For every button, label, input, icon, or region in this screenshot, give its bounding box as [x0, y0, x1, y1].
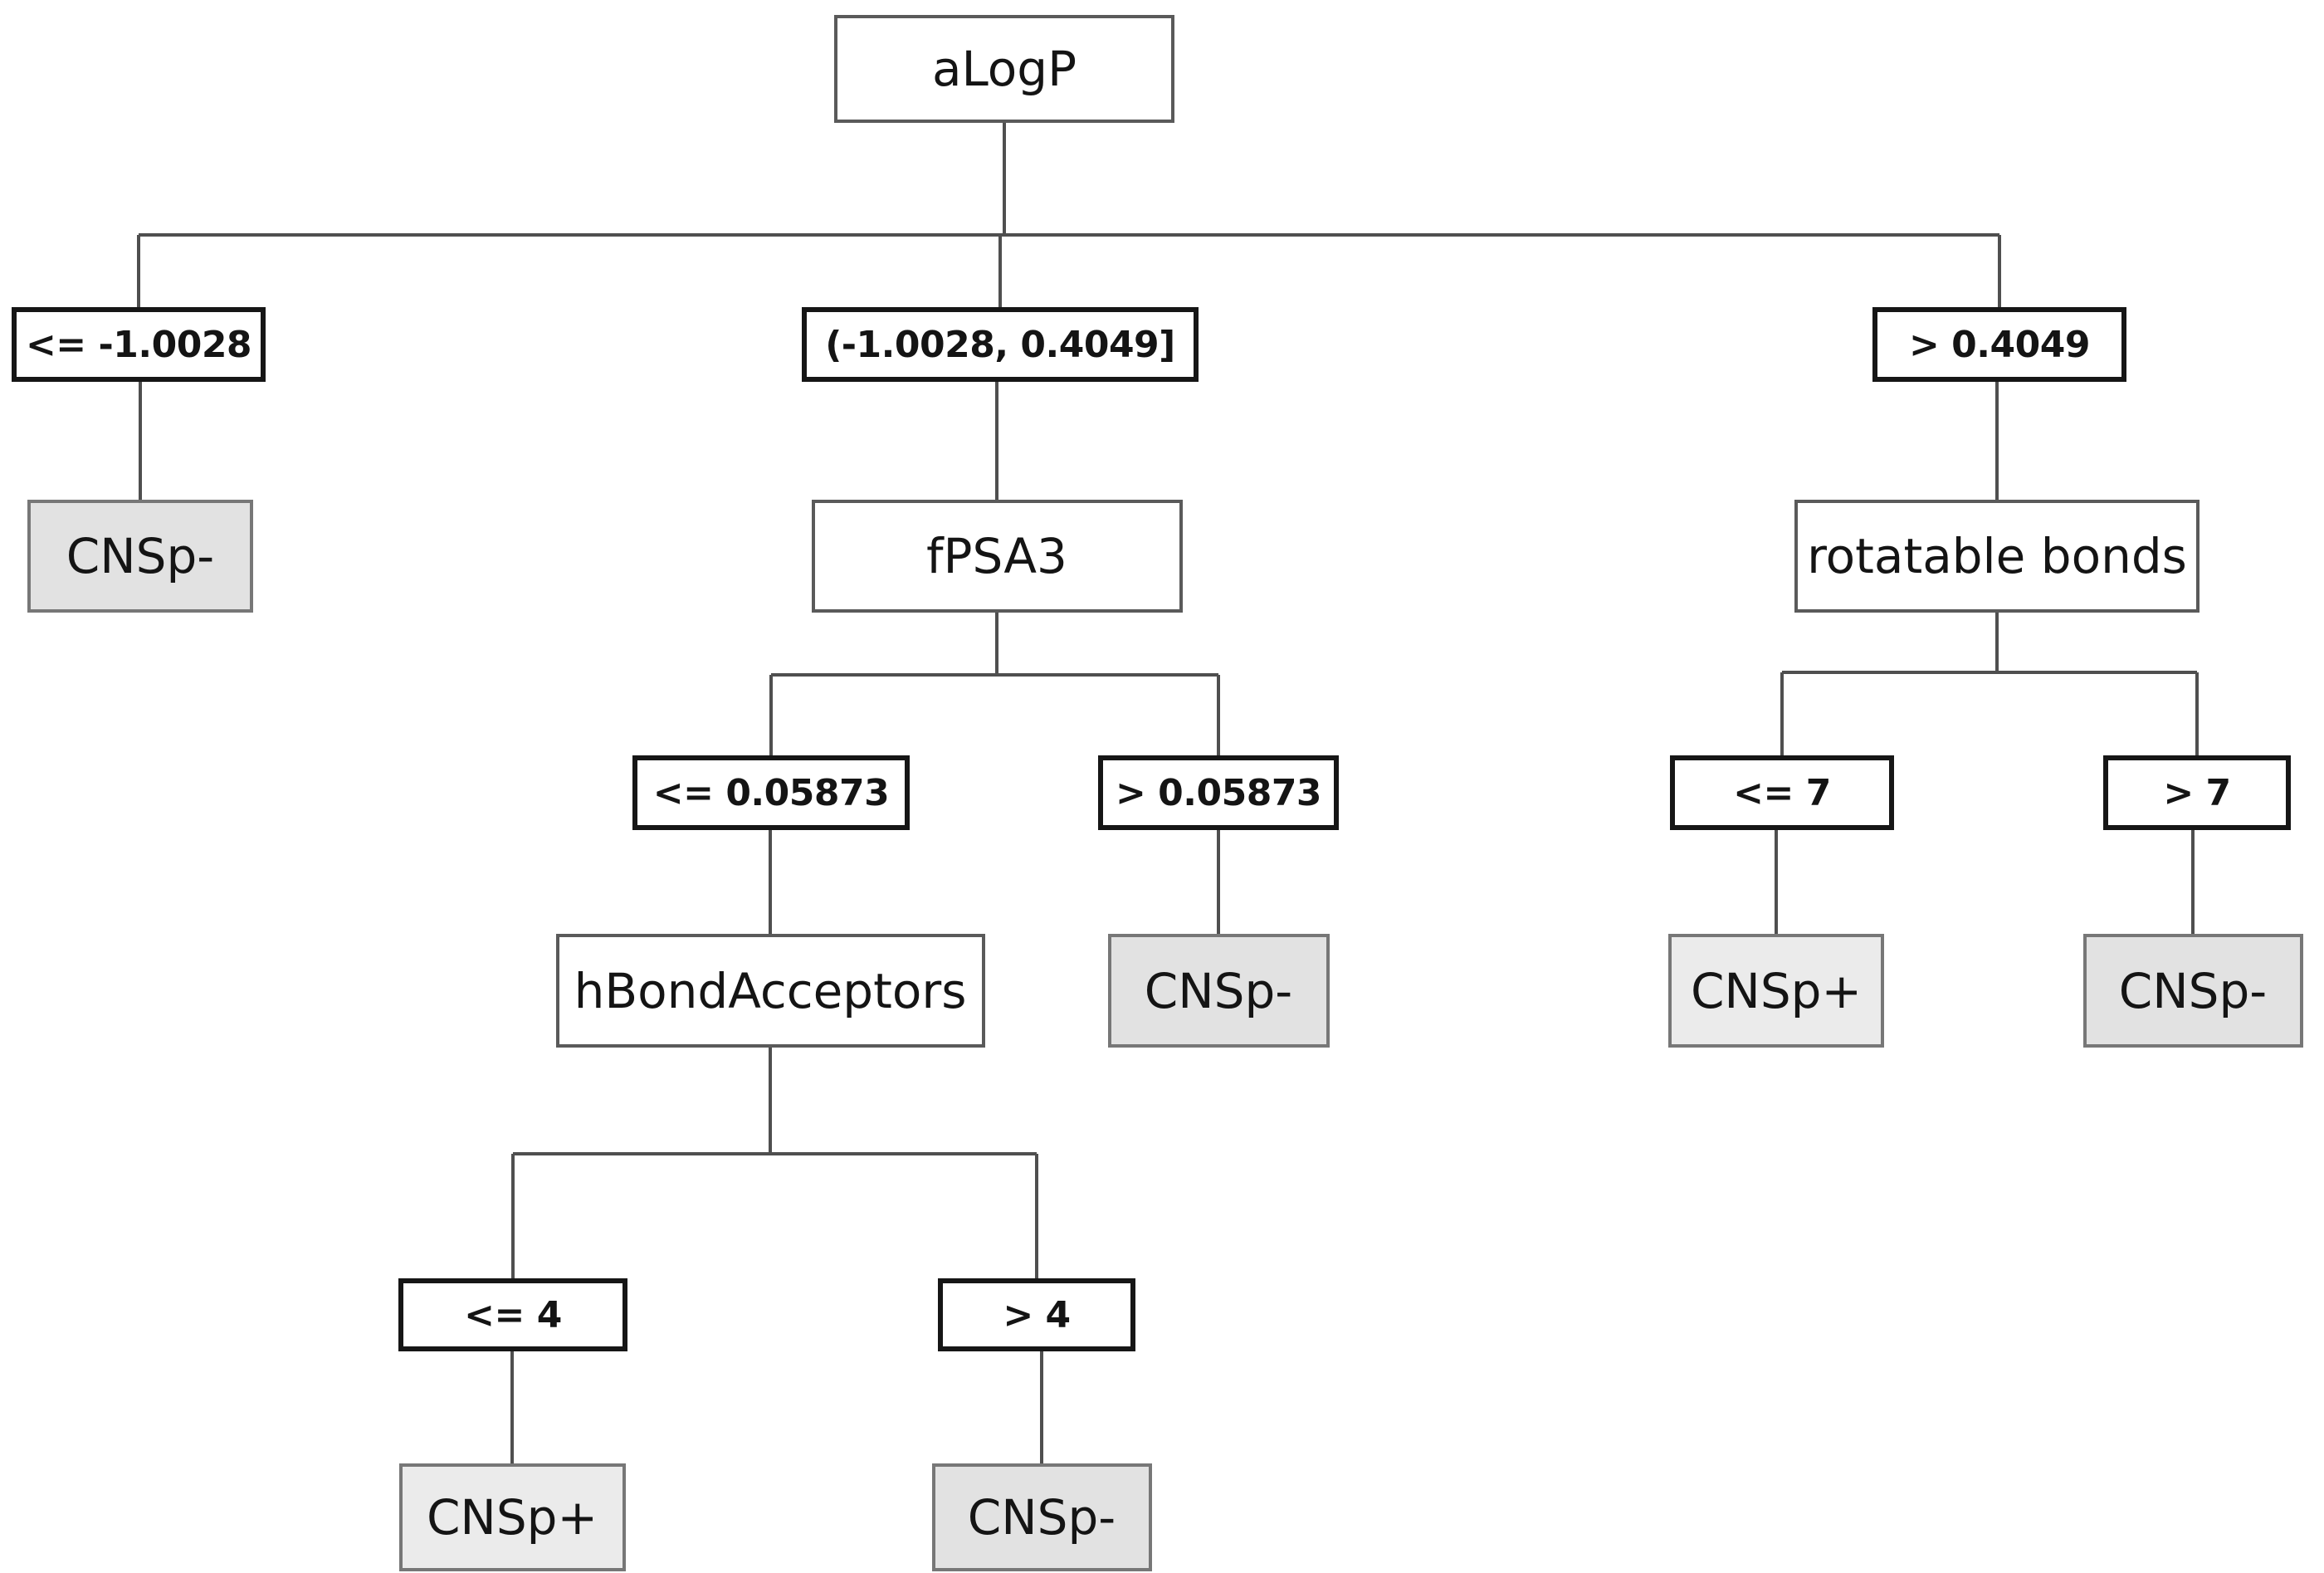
leaf-cnsp-neg-1: CNSp-	[27, 500, 253, 613]
split-gt-4: > 4	[938, 1278, 1135, 1351]
connector-fpsa3	[769, 613, 1220, 755]
connector-hba	[511, 1048, 1038, 1278]
split-gt-7: > 7	[2103, 755, 2291, 830]
leaf-cnsp-neg-3: CNSp-	[2082, 934, 2303, 1048]
leaf-cnsp-neg-2: CNSp-	[1107, 934, 1330, 1048]
split-gt-0-4049: > 0.4049	[1872, 307, 2126, 382]
leaf-cnsp-pos-2: CNSp+	[398, 1463, 626, 1571]
root-alogp-node: aLogP	[834, 15, 1174, 123]
node-fpsa3: fPSA3	[811, 500, 1183, 613]
node-hbondacceptors: hBondAcceptors	[555, 934, 985, 1048]
split-le-4: <= 4	[398, 1278, 627, 1351]
connector-root	[137, 123, 2001, 307]
split-gt-0-05873: > 0.05873	[1098, 755, 1339, 830]
leaf-cnsp-neg-4: CNSp-	[931, 1463, 1152, 1571]
node-rotatable-bonds: rotatable bonds	[1794, 500, 2200, 613]
connector-rotb	[1780, 613, 2199, 755]
split-le-0-05873: <= 0.05873	[632, 755, 910, 830]
split-range-neg1-0028-0-4049: (-1.0028, 0.4049]	[802, 307, 1199, 382]
leaf-cnsp-pos-1: CNSp+	[1668, 934, 1884, 1048]
split-le-7: <= 7	[1670, 755, 1894, 830]
split-le-neg-1-0028: <= -1.0028	[12, 307, 266, 382]
